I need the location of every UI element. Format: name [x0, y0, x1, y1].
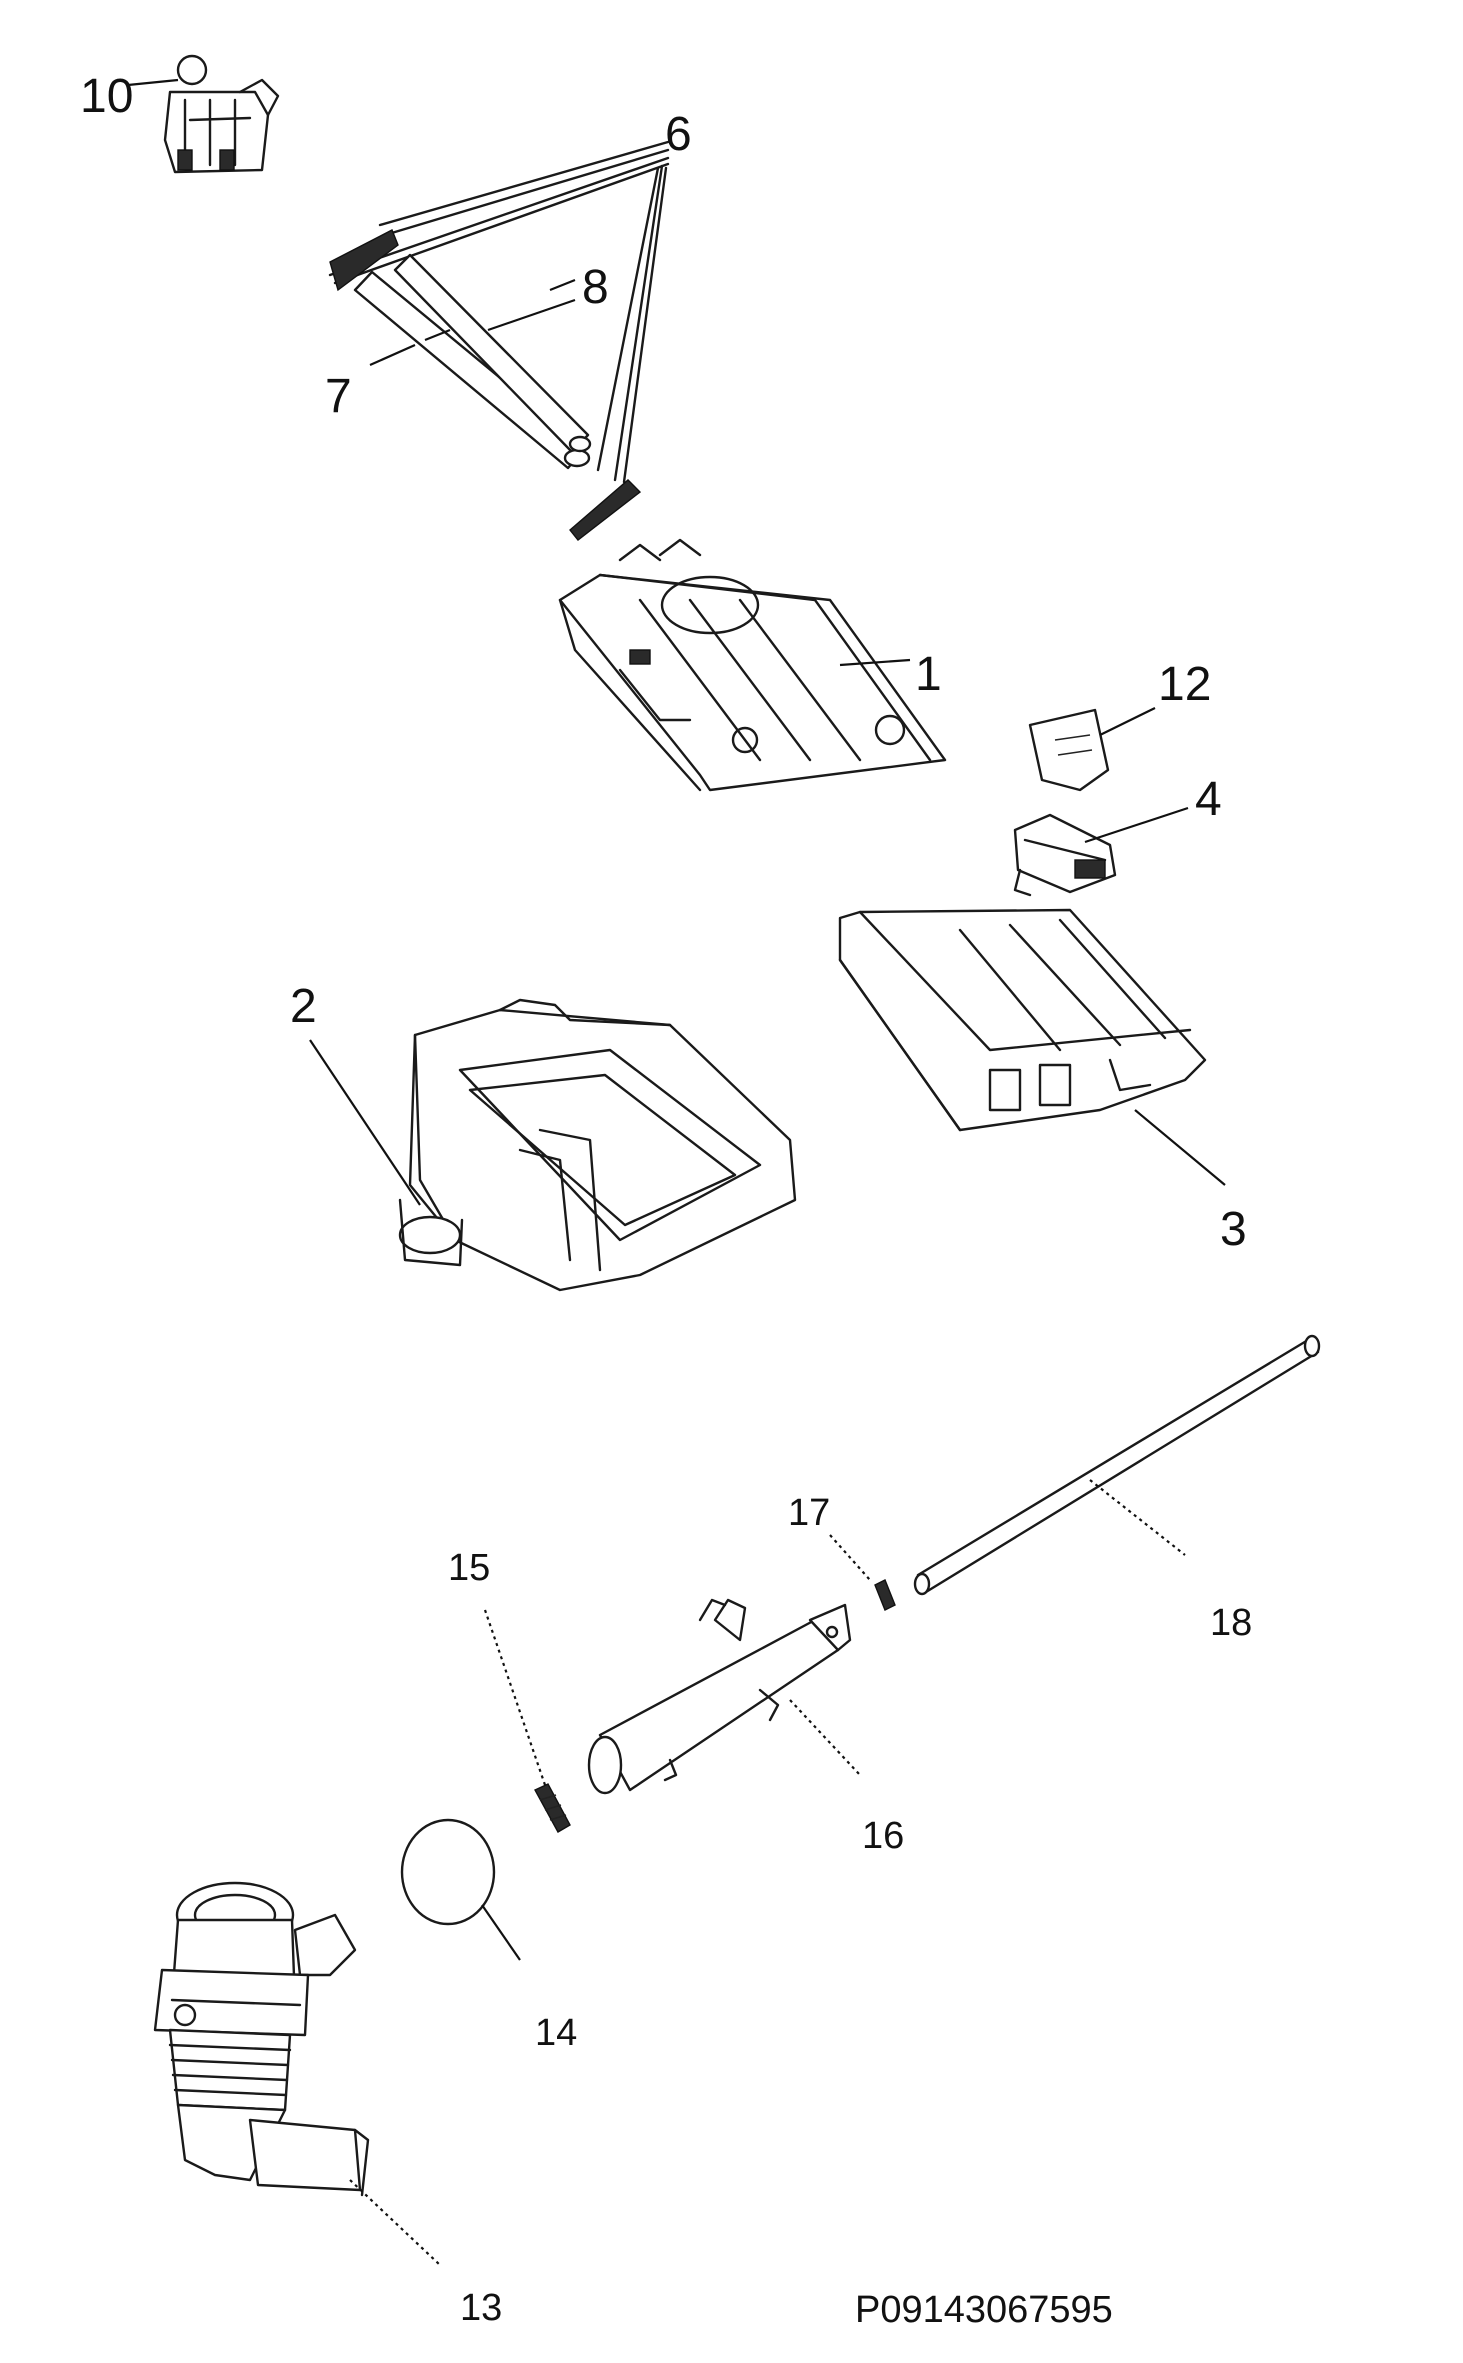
part-15-pin: [534, 1783, 571, 1833]
callout-15: 15: [448, 1547, 490, 1589]
callout-3: 3: [1220, 1203, 1247, 1256]
callout-4: 4: [1195, 773, 1222, 826]
leader-lines: [127, 78, 1226, 2266]
callout-18: 18: [1210, 1602, 1252, 1644]
callout-16: 16: [862, 1815, 904, 1857]
callout-10: 10: [80, 70, 133, 123]
part-13-bellows: [153, 1881, 370, 2197]
callout-1: 1: [915, 648, 942, 701]
callout-7: 7: [325, 370, 352, 423]
part-2-housing: [398, 998, 797, 1292]
callout-8: 8: [582, 261, 609, 314]
drawing-code: P09143067595: [855, 2289, 1113, 2331]
part-3-drawer: [838, 908, 1207, 1132]
part-7-8-tubes: [353, 253, 592, 470]
part-14-gasket: [400, 1818, 496, 1926]
part-1-distributor-lid: [558, 538, 947, 792]
part-12-cover: [1028, 708, 1110, 792]
callout-labels: 10 6 8 7 1 12 4 2 3 17 15 18 16 14 13: [80, 70, 1252, 2329]
part-10-valve: [163, 54, 280, 174]
part-16-inlet-pipe: [587, 1598, 852, 1795]
part-6-hoses: [328, 140, 670, 541]
part-17-clip: [874, 1579, 896, 1611]
callout-14: 14: [535, 2012, 577, 2054]
callout-2: 2: [290, 980, 317, 1033]
callout-13: 13: [460, 2287, 502, 2329]
callout-17: 17: [788, 1492, 830, 1534]
callout-12: 12: [1158, 658, 1211, 711]
part-4-handle: [1013, 813, 1117, 897]
callout-6: 6: [665, 108, 692, 161]
part-18-tube: [913, 1334, 1321, 1596]
